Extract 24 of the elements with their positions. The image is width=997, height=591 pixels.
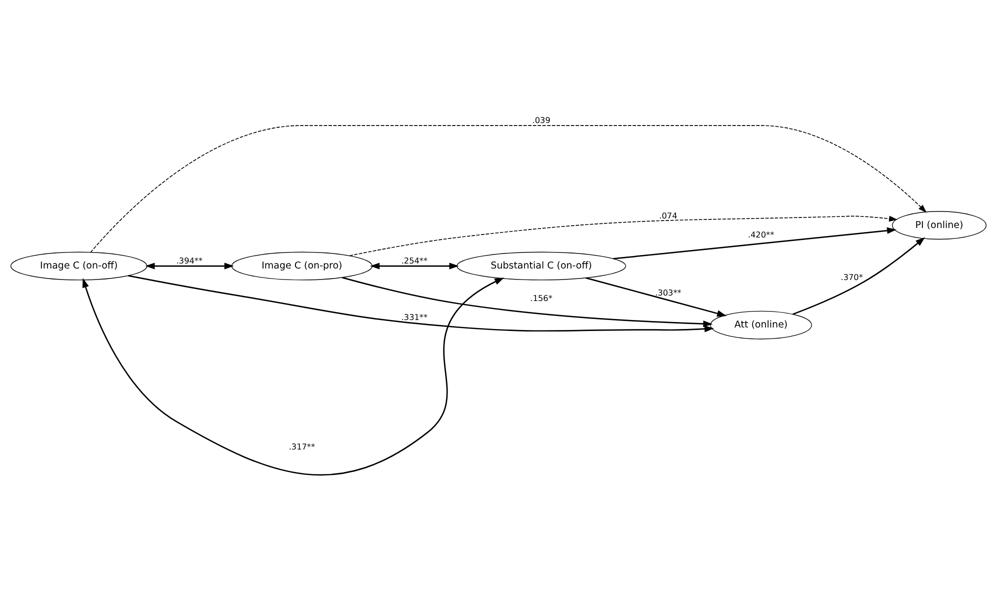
edge-label: .370* (840, 272, 863, 282)
arrow (349, 215, 898, 256)
node-ellipse: Image C (on-pro) (231, 251, 373, 280)
arrow (370, 262, 459, 269)
edge-label: .420** (748, 228, 774, 239)
arrow (342, 276, 713, 327)
arrow (90, 124, 927, 252)
arrow (82, 277, 504, 476)
edge-label: .074 (659, 210, 678, 220)
edge-label: .394** (176, 255, 203, 266)
arrow (586, 276, 727, 316)
arrow (128, 274, 714, 332)
arrow (145, 262, 234, 269)
arrow (613, 226, 897, 259)
node-ellipse: PI (online) (892, 210, 986, 240)
edge-label: .317** (288, 441, 316, 452)
edge-label: .331** (401, 312, 428, 322)
edge-label: .039 (532, 114, 550, 125)
edge-label: .254** (401, 255, 428, 266)
edge-label: .303** (655, 287, 682, 298)
arrow (792, 236, 926, 314)
edge-label: .156* (530, 292, 552, 303)
node-ellipse: Image C (on-off) (10, 251, 148, 280)
node-ellipse: Substantial C (on-off) (456, 251, 626, 280)
